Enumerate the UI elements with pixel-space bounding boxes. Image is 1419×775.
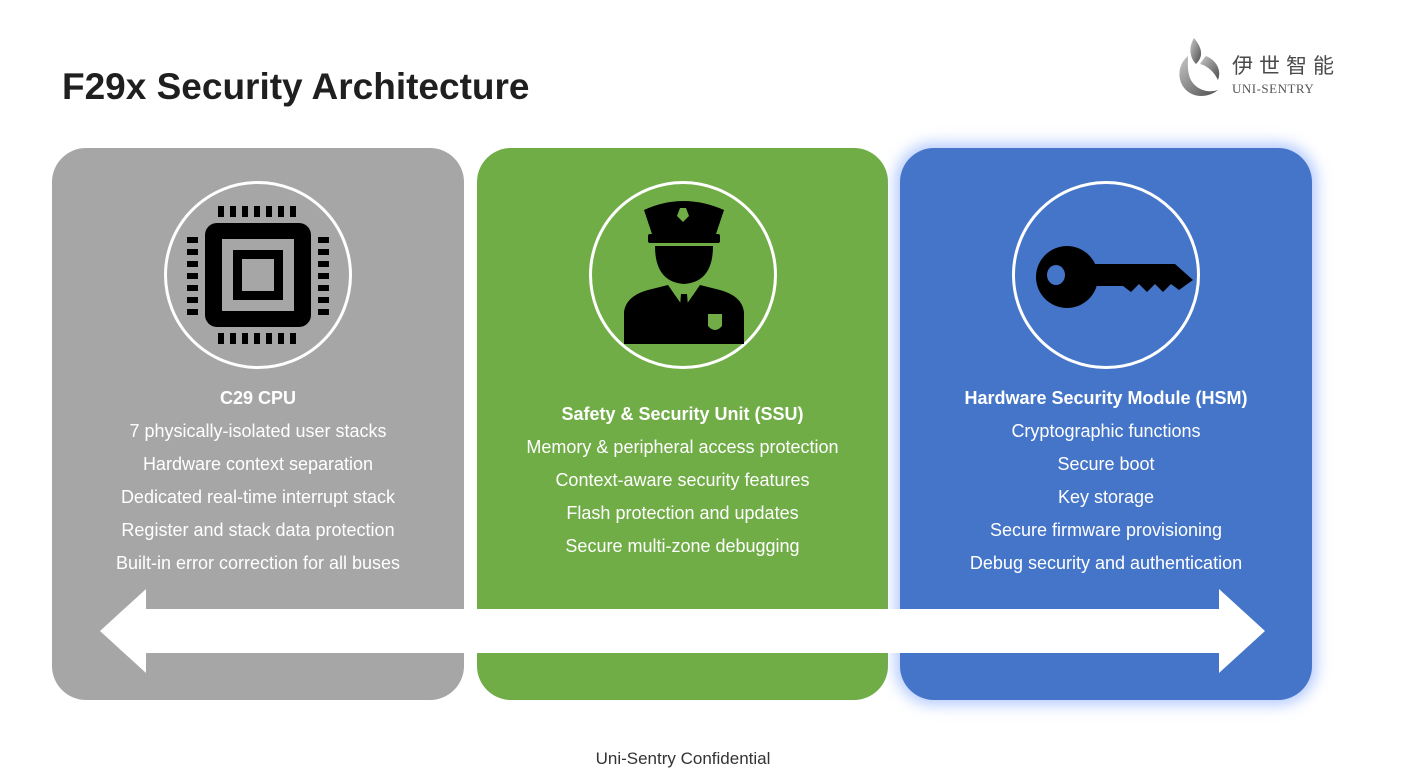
feature-item: Secure boot: [1057, 454, 1155, 474]
icon-circle: [1012, 181, 1200, 369]
feature-item: Built-in error correction for all buses: [115, 553, 401, 573]
panel-ssu: Safety & Security Unit (SSU) Memory & pe…: [477, 148, 888, 700]
cpu-chip-icon: [187, 206, 329, 344]
feature-item: Cryptographic functions: [1011, 421, 1201, 441]
panel-text: C29 CPU 7 physically-isolated user stack…: [52, 382, 464, 580]
uni-sentry-logo-mark-icon: [1179, 38, 1220, 96]
company-logo: 伊世智能 UNI-SENTRY: [1172, 36, 1347, 104]
feature-item: Dedicated real-time interrupt stack: [120, 487, 396, 507]
feature-item: Flash protection and updates: [566, 503, 799, 523]
icon-circle: [164, 181, 352, 369]
panel-title: Safety & Security Unit (SSU): [561, 404, 804, 424]
feature-item: Debug security and authentication: [969, 553, 1243, 573]
icon-circle: [588, 181, 777, 369]
feature-item: Hardware context separation: [142, 454, 374, 474]
feature-item: Key storage: [1057, 487, 1155, 507]
feature-item: Context-aware security features: [555, 470, 810, 490]
feature-item: Memory & peripheral access protection: [526, 437, 839, 457]
slide-title: F29x Security Architecture: [62, 66, 530, 107]
feature-item: Secure firmware provisioning: [989, 520, 1223, 540]
double-headed-arrow-icon: [100, 589, 1265, 673]
logo-chinese-name: 伊世智能: [1232, 54, 1340, 78]
panel-title: Hardware Security Module (HSM): [964, 388, 1248, 408]
feature-item: Register and stack data protection: [121, 520, 395, 540]
feature-item: Secure multi-zone debugging: [565, 536, 800, 556]
panel-c29-cpu: C29 CPU 7 physically-isolated user stack…: [52, 148, 464, 700]
panel-title: C29 CPU: [219, 388, 297, 408]
feature-item: 7 physically-isolated user stacks: [129, 421, 387, 441]
panel-text: Hardware Security Module (HSM) Cryptogra…: [900, 382, 1312, 580]
footer-confidential: Uni-Sentry Confidential: [595, 749, 771, 768]
key-icon: [1036, 246, 1193, 308]
logo-english-name: UNI-SENTRY: [1232, 81, 1315, 96]
panel-text: Safety & Security Unit (SSU) Memory & pe…: [477, 398, 888, 563]
security-guard-icon: [623, 201, 744, 344]
panel-hsm: Hardware Security Module (HSM) Cryptogra…: [900, 148, 1312, 700]
